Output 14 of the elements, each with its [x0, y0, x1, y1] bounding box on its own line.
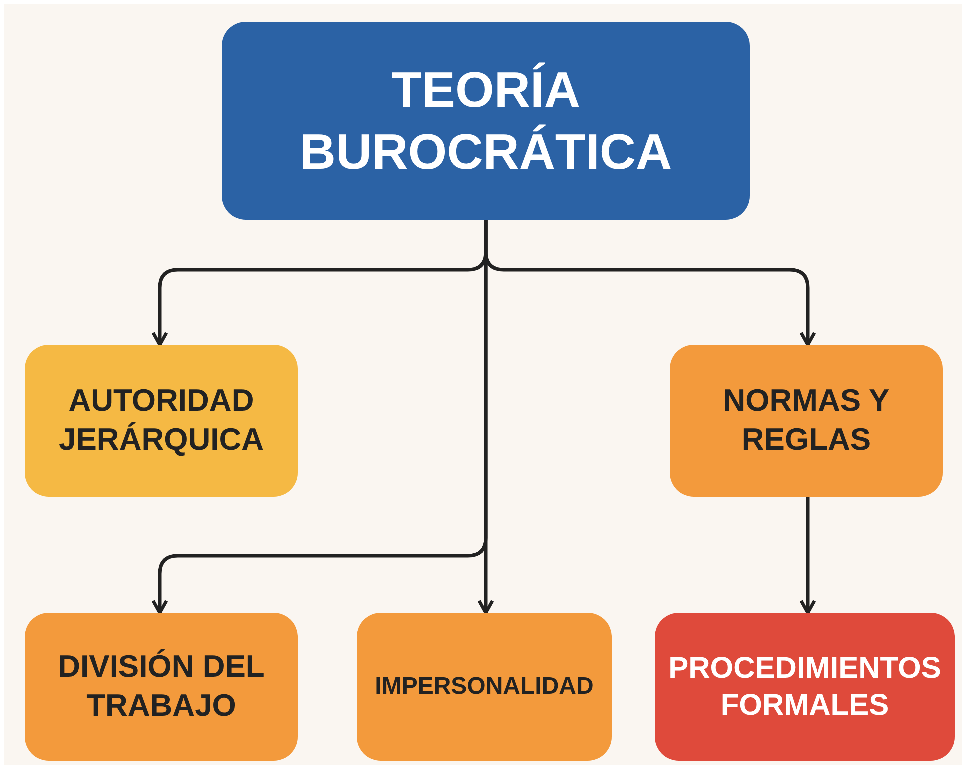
concept-box — [655, 613, 955, 761]
concept-box — [25, 613, 298, 761]
box-label: NORMAS Y REGLAS — [722, 382, 891, 459]
concept-box — [670, 345, 943, 497]
box-label: IMPERSONALIDAD — [375, 672, 594, 702]
box-label: AUTORIDAD JERÁRQUICA — [58, 382, 265, 459]
arrow — [800, 497, 816, 615]
concept-box — [25, 345, 298, 497]
concept-box — [357, 613, 612, 761]
title-box — [222, 22, 750, 220]
box-label: PROCEDIMIENTOS FORMALES — [668, 650, 942, 724]
box-label: TEORÍA BUROCRÁTICA — [298, 60, 674, 182]
box-label: DIVISIÓN DEL TRABAJO — [57, 648, 266, 725]
arrow — [478, 220, 494, 615]
